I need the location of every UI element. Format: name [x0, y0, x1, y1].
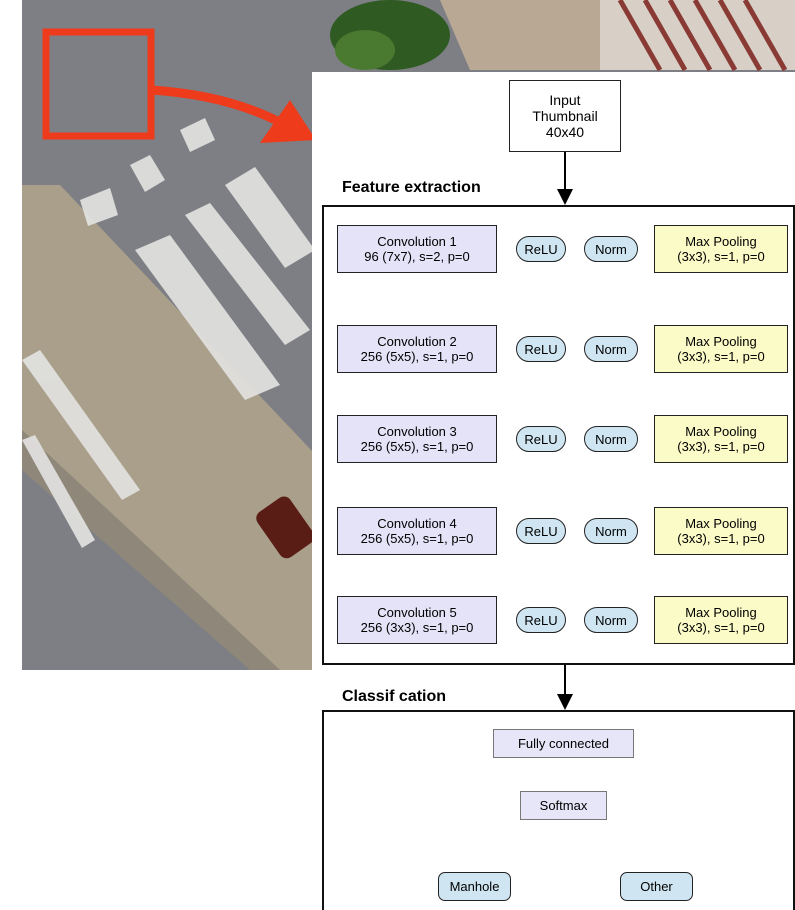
norm-node: Norm [584, 426, 638, 452]
pool-title: Max Pooling [685, 605, 757, 620]
arrow-curve [150, 85, 288, 129]
pool-params: (3x3), s=1, p=0 [677, 439, 765, 454]
norm-label: Norm [595, 612, 627, 628]
relu-label: ReLU [524, 241, 558, 257]
pool-title: Max Pooling [685, 334, 757, 349]
relu-label: ReLU [524, 523, 558, 539]
relu-label: ReLU [524, 431, 558, 447]
feature-extraction-title: Feature extraction [342, 179, 481, 196]
pool-params: (3x3), s=1, p=0 [677, 531, 765, 546]
maxpool-box-5: Max Pooling(3x3), s=1, p=0 [654, 596, 788, 644]
input-label-2: Thumbnail [532, 108, 598, 124]
maxpool-box-2: Max Pooling(3x3), s=1, p=0 [654, 325, 788, 373]
output-manhole: Manhole [438, 872, 511, 901]
pool-title: Max Pooling [685, 516, 757, 531]
conv-params: 96 (7x7), s=2, p=0 [364, 249, 470, 264]
relu-node: ReLU [516, 426, 566, 452]
conv-title: Convolution 1 [377, 234, 457, 249]
conv-title: Convolution 4 [377, 516, 457, 531]
pool-title: Max Pooling [685, 234, 757, 249]
crosswalk-stripes [22, 118, 315, 548]
pool-params: (3x3), s=1, p=0 [677, 249, 765, 264]
maxpool-box-4: Max Pooling(3x3), s=1, p=0 [654, 507, 788, 555]
norm-node: Norm [584, 336, 638, 362]
input-label: Input [549, 92, 581, 108]
output-other: Other [620, 872, 693, 901]
conv-params: 256 (3x3), s=1, p=0 [360, 620, 474, 635]
relu-label: ReLU [524, 612, 558, 628]
conv-params: 256 (5x5), s=1, p=0 [360, 349, 474, 364]
norm-label: Norm [595, 523, 627, 539]
norm-label: Norm [595, 241, 627, 257]
norm-node: Norm [584, 518, 638, 544]
conv-title: Convolution 3 [377, 424, 457, 439]
norm-label: Norm [595, 341, 627, 357]
relu-node: ReLU [516, 336, 566, 362]
car [256, 496, 315, 559]
conv-title: Convolution 5 [377, 605, 457, 620]
norm-label: Norm [595, 431, 627, 447]
input-thumbnail-box: Input Thumbnail 40x40 [509, 80, 621, 152]
conv-params: 256 (5x5), s=1, p=0 [360, 531, 474, 546]
relu-node: ReLU [516, 607, 566, 633]
pool-params: (3x3), s=1, p=0 [677, 620, 765, 635]
sidewalk [22, 185, 330, 670]
fully-connected-box: Fully connected [493, 729, 634, 758]
norm-node: Norm [584, 236, 638, 262]
arrow-head [260, 100, 316, 143]
norm-node: Norm [584, 607, 638, 633]
maxpool-box-1: Max Pooling(3x3), s=1, p=0 [654, 225, 788, 273]
conv-params: 256 (5x5), s=1, p=0 [360, 439, 474, 454]
relu-node: ReLU [516, 236, 566, 262]
pool-title: Max Pooling [685, 424, 757, 439]
conv-title: Convolution 2 [377, 334, 457, 349]
relu-label: ReLU [524, 341, 558, 357]
maxpool-box-3: Max Pooling(3x3), s=1, p=0 [654, 415, 788, 463]
relu-node: ReLU [516, 518, 566, 544]
pool-params: (3x3), s=1, p=0 [677, 349, 765, 364]
input-size: 40x40 [545, 124, 585, 140]
classification-title: Classif cation [342, 688, 447, 705]
highlight-square [42, 28, 155, 140]
softmax-box: Softmax [520, 791, 607, 820]
